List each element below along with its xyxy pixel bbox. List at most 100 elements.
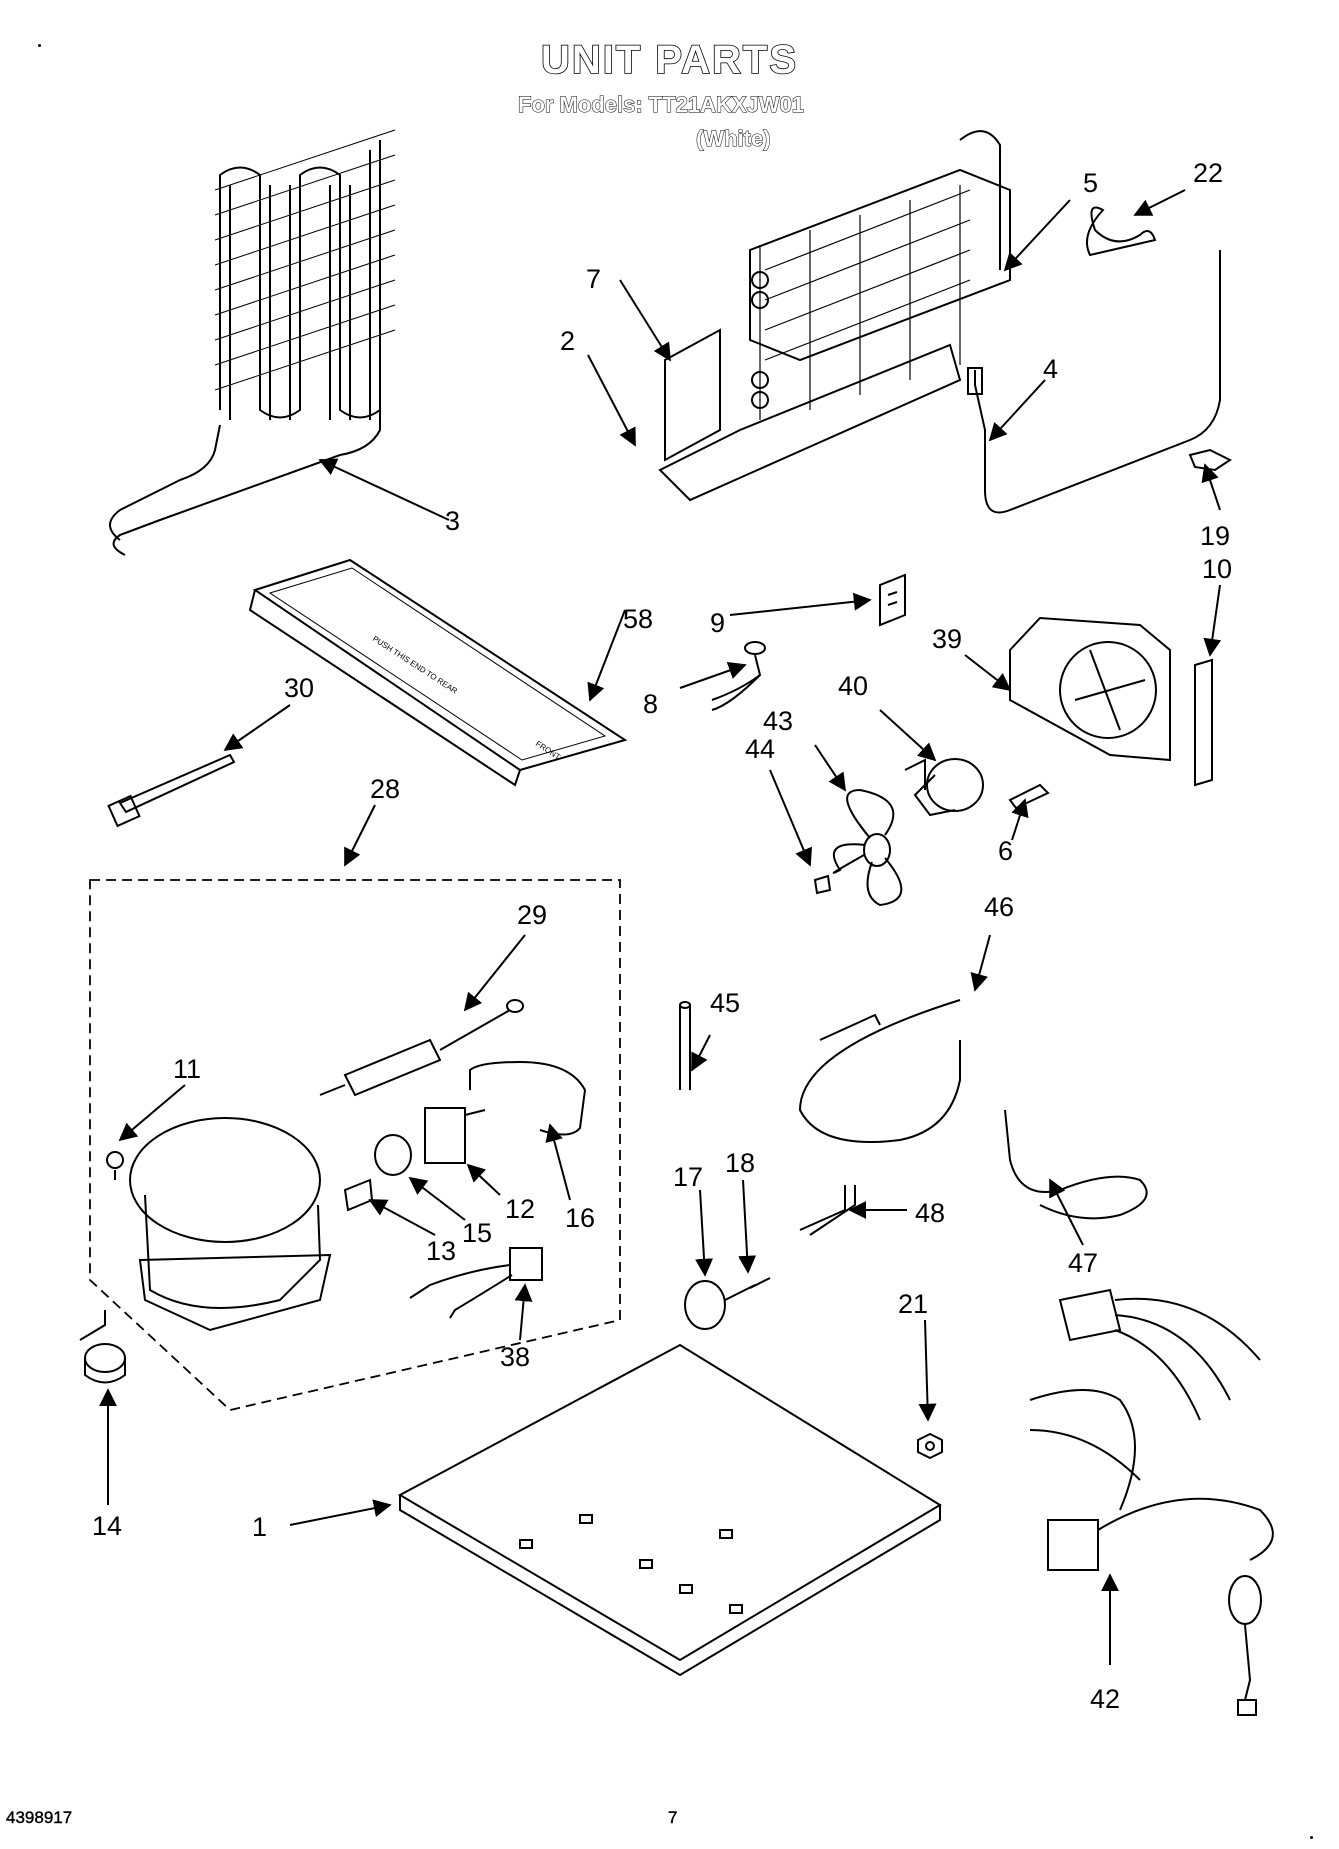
callout-46: 46 [984,892,1014,922]
callout-14: 14 [92,1511,122,1541]
leader-p19 [1201,463,1221,511]
callout-1: 1 [252,1512,267,1542]
callout-45: 45 [710,988,740,1018]
part-fan-shroud-drawing [1009,616,1171,762]
part-compressor-group-outline [89,879,621,1411]
callout-5: 5 [1083,168,1098,198]
leader-p58 [587,609,626,702]
leader-p44 [769,769,813,867]
part-nut-drawing [917,1432,943,1460]
document-number: 4398917 [6,1808,73,1827]
part-base-pan-drawing [397,1343,942,1677]
callout-15: 15 [462,1218,492,1248]
leader-p21 [918,1319,937,1422]
callout-43: 43 [763,706,793,736]
part-insulation-strip-drawing [1194,658,1213,787]
callout-42: 42 [1090,1684,1120,1714]
callout-39: 39 [932,624,962,654]
part-cable-tie-drawing [107,753,236,828]
part-fan-motor-drawing [904,758,1050,817]
callout-10: 10 [1202,554,1232,584]
leader-p17 [695,1189,714,1277]
part-fan-blade-drawing [813,788,903,907]
part-sensor-wire-drawing [967,250,1232,514]
part-capacitor-drawing [409,1247,543,1319]
leader-p1 [289,1499,392,1526]
leader-p47 [1049,1178,1084,1246]
leader-p5 [1003,199,1071,272]
leader-p43 [814,744,846,792]
leader-p10 [1203,584,1222,657]
callout-48: 48 [915,1198,945,1228]
leader-p28 [344,804,376,867]
leader-p29 [463,934,526,1012]
callout-16: 16 [565,1203,595,1233]
leader-p22 [1133,189,1186,216]
leader-p8 [679,661,747,689]
models-line: For Models: TT21AKXJW01 [517,92,805,118]
callout-28: 28 [370,774,400,804]
part-tube-drawing [1004,1109,1148,1220]
callout-38: 38 [500,1342,530,1372]
callout-11: 11 [173,1054,201,1084]
part-hose-drawing [799,1185,856,1236]
callout-44: 44 [745,734,775,764]
part-defrost-thermostat-drawing [1086,206,1157,257]
leader-p39 [964,654,1012,692]
leader-p16 [545,1123,571,1201]
callout-40: 40 [838,671,868,701]
callout-2: 2 [560,326,575,356]
leader-p15 [408,1176,466,1221]
leader-p9 [729,592,872,616]
leader-p40 [879,709,937,762]
scan-speck [38,44,41,47]
callout-12: 12 [505,1194,535,1224]
leader-p2 [587,354,636,447]
part-overload-drawing [374,1134,412,1176]
leader-p46 [970,934,991,992]
callout-22: 22 [1193,158,1223,188]
scan-speck [1310,1836,1313,1839]
callout-8: 8 [643,689,658,719]
leader-p4 [988,379,1046,442]
leader-p6 [1011,798,1029,841]
part-filter-drier-drawing [319,999,524,1097]
callout-29: 29 [517,900,547,930]
part-terminal-cover-drawing [343,1178,374,1212]
callout-19: 19 [1200,521,1230,551]
part-start-relay-drawing [424,1107,486,1164]
callout-17: 17 [673,1162,703,1192]
callout-6: 6 [998,836,1013,866]
leader-p7 [619,279,671,362]
callout-3: 3 [445,506,460,536]
part-compressor-drawing [79,1117,332,1341]
leader-p13 [368,1199,436,1236]
part-pin-drawing [679,1001,691,1090]
callout-47: 47 [1068,1248,1098,1278]
page-number: 7 [668,1808,678,1827]
part-condenser-drawing [109,129,396,556]
callout-7: 7 [586,264,601,294]
part-grommet-mount-drawing [84,1343,126,1384]
callout-labels: 7 2 3 5 22 4 19 10 58 9 8 39 40 43 44 6 … [92,158,1232,1714]
leader-p18 [738,1179,757,1274]
color-line: (White) [696,126,772,152]
part-roller-drawing [684,1277,771,1330]
part-drain-tube-drawing [798,999,961,1143]
leader-p11 [118,1084,186,1142]
callout-13: 13 [426,1236,456,1266]
part-clip-drawing [879,573,906,627]
callout-9: 9 [710,608,725,638]
part-wire-harness-drawing [1029,1288,1274,1716]
callout-18: 18 [725,1148,755,1178]
callout-4: 4 [1043,354,1058,384]
leader-p30 [223,704,291,752]
callout-58: 58 [623,604,653,634]
part-bracket-drawing [469,1060,587,1136]
leader-p12 [466,1163,501,1196]
leader-p3 [318,458,450,521]
page-title: UNIT PARTS [540,37,799,83]
leader-lines [99,189,1222,1665]
leader-p45 [691,1034,711,1072]
